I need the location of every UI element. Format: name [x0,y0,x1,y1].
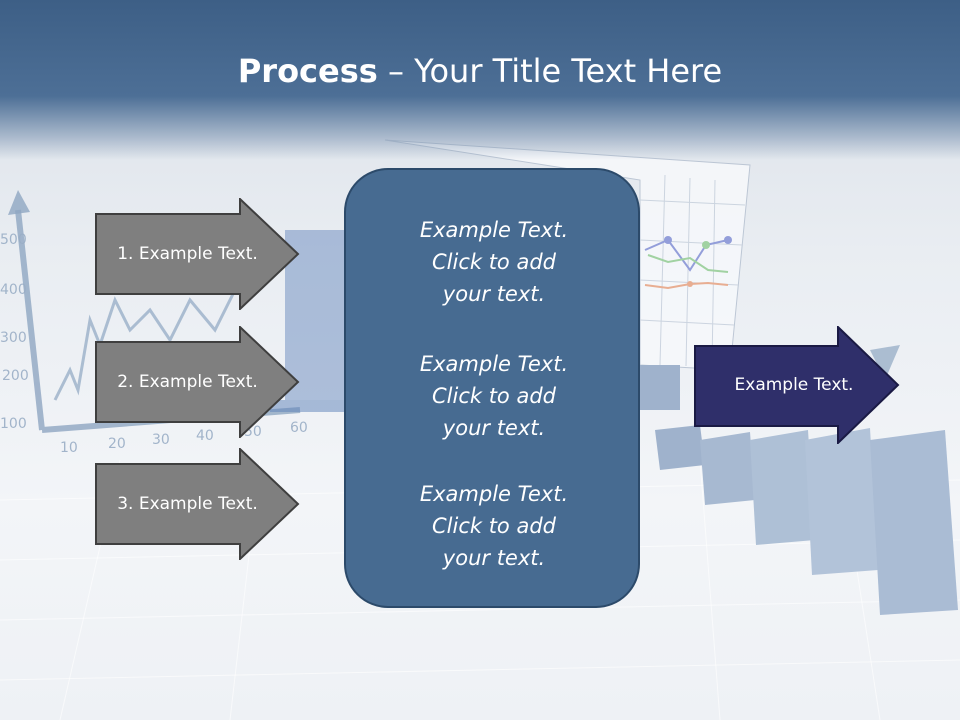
page-title: Process – Your Title Text Here [0,52,960,90]
axis-y-label: 100 [0,416,27,432]
axis-x-label: 60 [290,420,308,436]
step-arrow-1[interactable]: 1. Example Text. [95,198,300,310]
axis-x-label: 40 [196,428,214,444]
center-text-2[interactable]: Example Text. Click to add your text. [419,352,569,440]
step-arrow-shape [95,198,300,310]
step-label: 2. Example Text. [117,372,258,392]
output-arrow-shape [694,326,900,444]
title-rest: – Your Title Text Here [377,52,723,90]
axis-y-label: 500 [0,232,27,248]
axis-x-label: 20 [108,436,126,452]
bar-blocks-decoration [640,345,958,615]
axis-y-label: 200 [2,368,29,384]
step-label: 3. Example Text. [117,494,258,514]
axis-y-label: 300 [0,330,27,346]
output-arrow[interactable]: Example Text. [694,326,900,444]
step-arrow-shape [95,326,300,438]
center-text-1[interactable]: Example Text. Click to add your text. [419,218,569,306]
step-arrow-3[interactable]: 3. Example Text. [95,448,300,560]
output-label: Example Text. [734,375,854,395]
step-arrow-shape [95,448,300,560]
axis-x-label: 30 [152,432,170,448]
center-text-3[interactable]: Example Text. Click to add your text. [419,482,569,570]
step-label: 1. Example Text. [117,244,258,264]
axis-y-label: 400 [0,282,27,298]
title-bold: Process [237,52,378,90]
center-process-box[interactable]: Example Text. Click to add your text. Ex… [344,168,640,608]
axis-x-label: 10 [60,440,78,456]
header-band [0,0,960,160]
step-arrow-2[interactable]: 2. Example Text. [95,326,300,438]
